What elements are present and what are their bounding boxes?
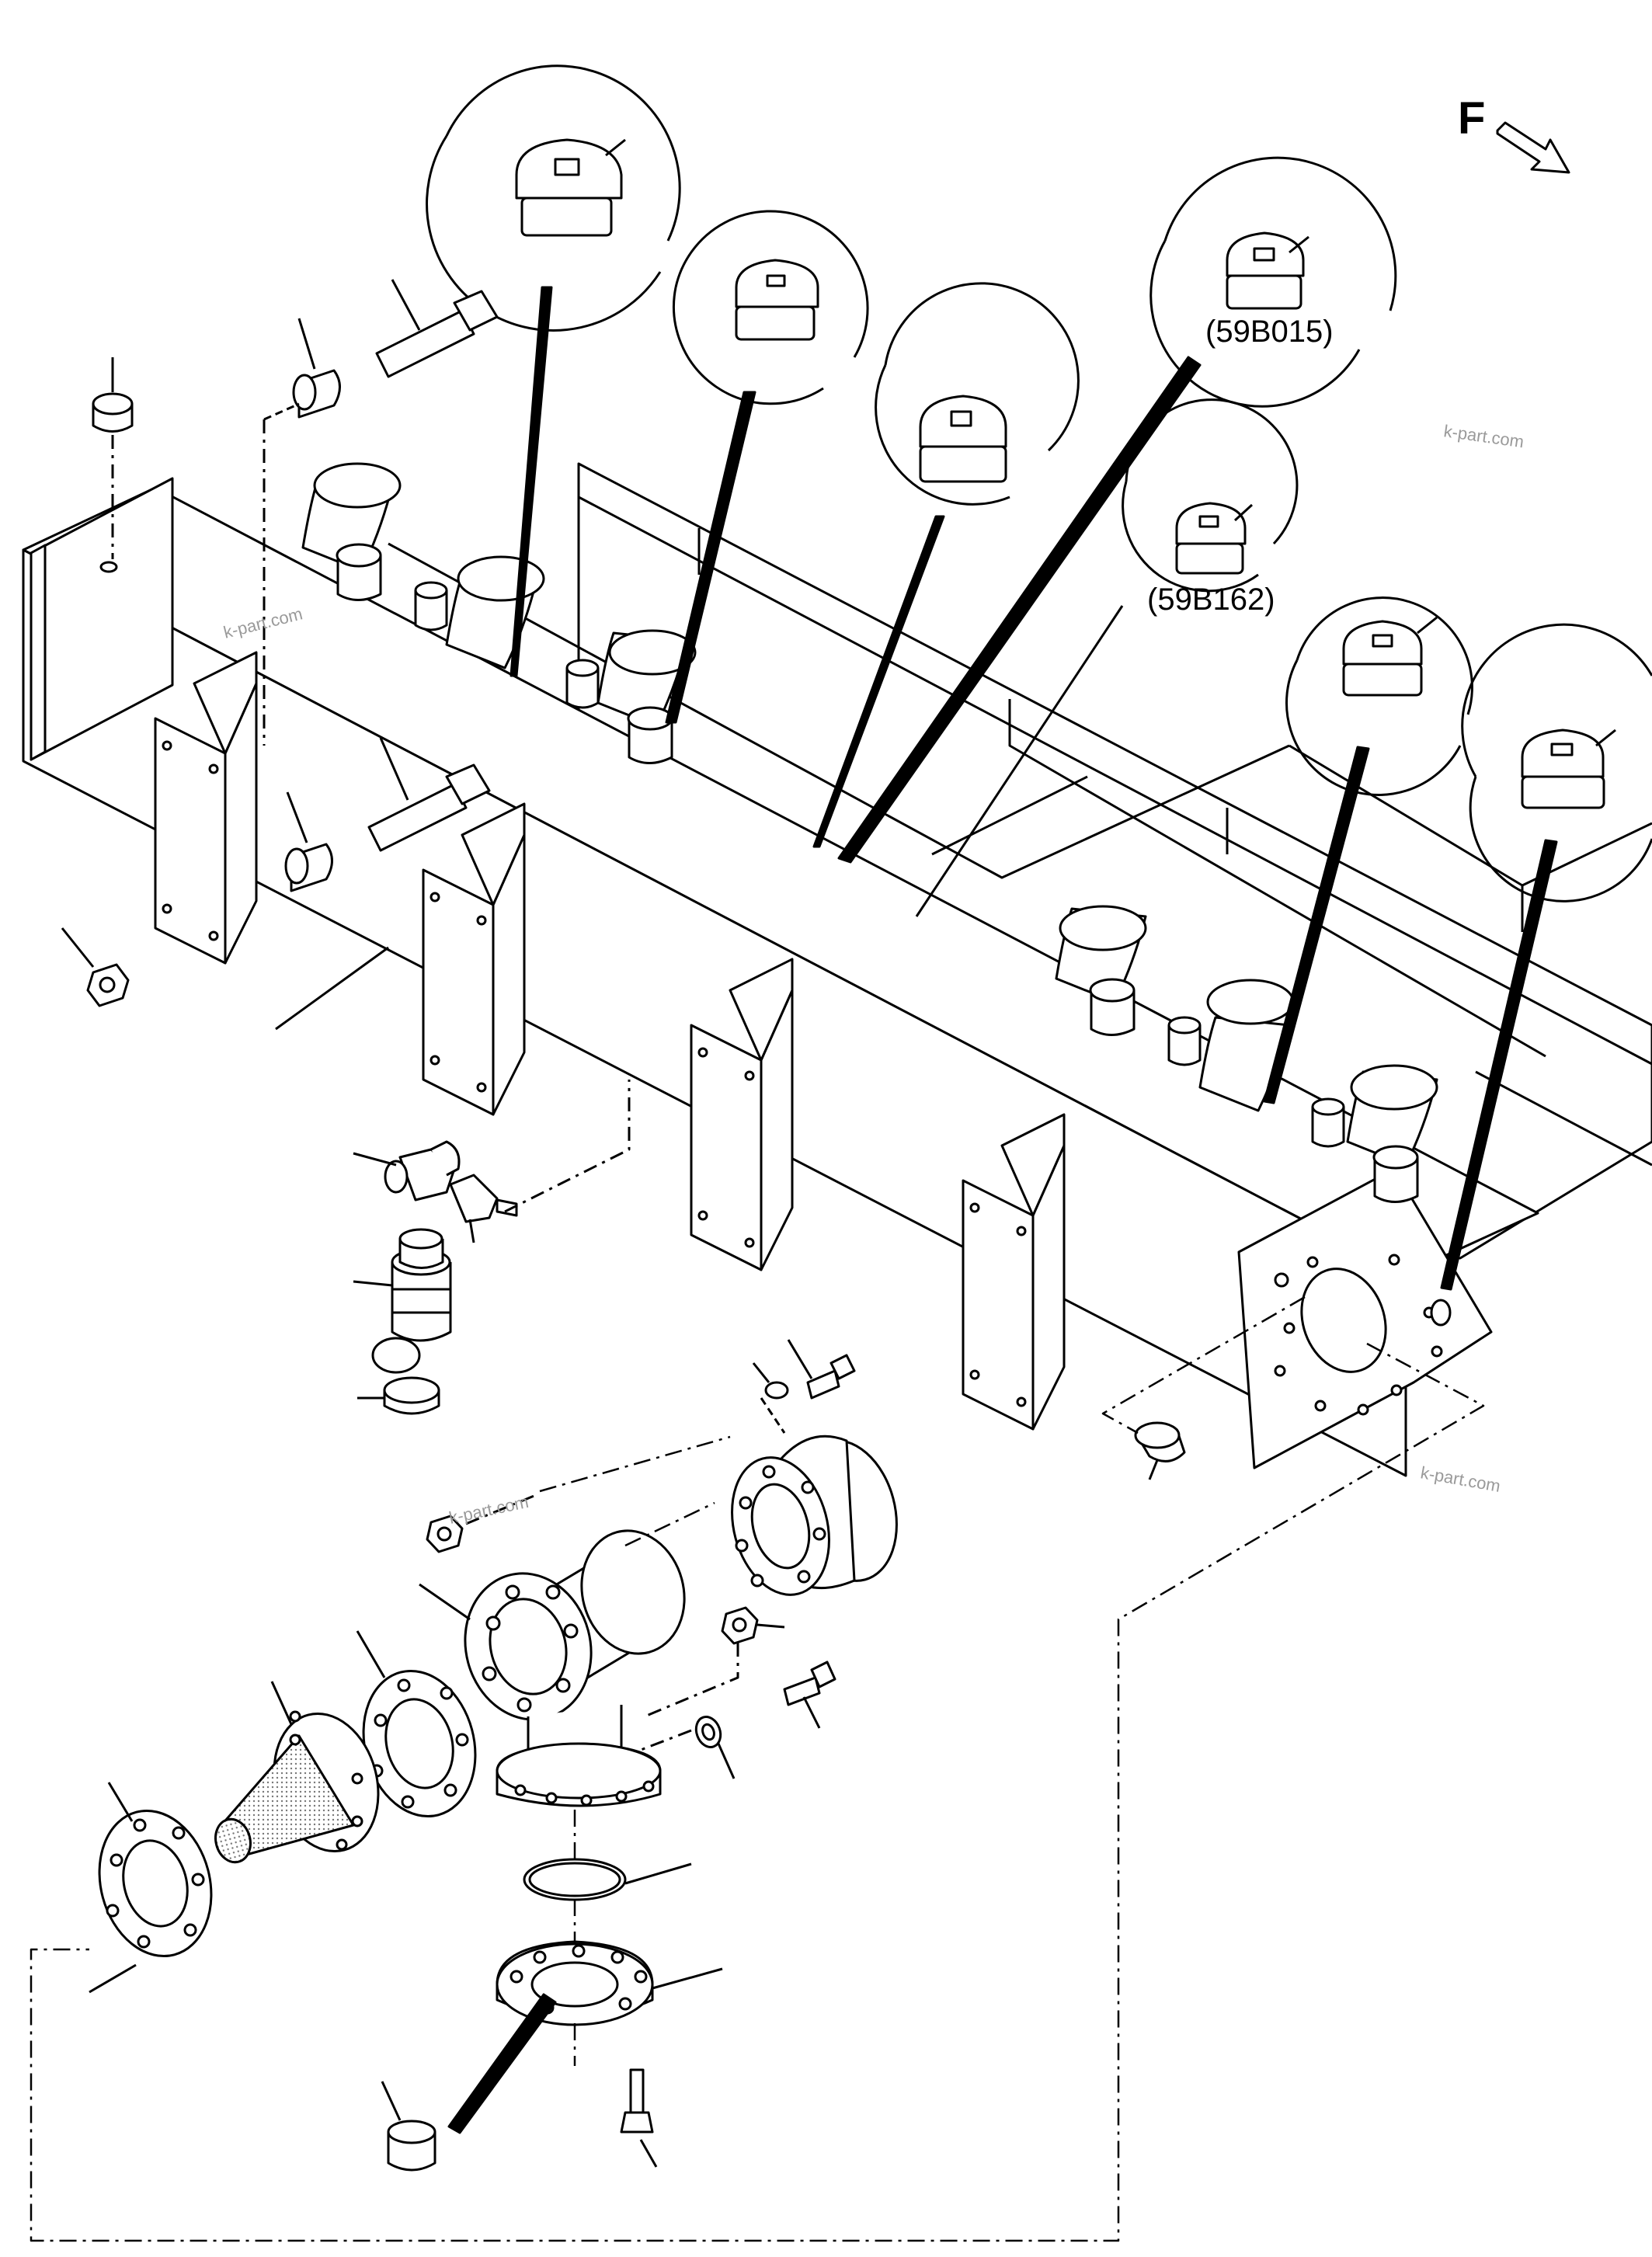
bolt-top: [263, 279, 499, 746]
callout-plug-59b162: (59B162): [1147, 583, 1275, 617]
straight-fitting: [449, 1080, 631, 1243]
assembly-lines: [30, 1295, 1485, 2242]
bolt-washer-upper: [752, 1339, 856, 1434]
strainer-cone: [214, 1681, 380, 1864]
dust-cap: [357, 1337, 440, 1415]
watermark: k-part.com: [1442, 421, 1525, 451]
drain-plug-top-left: [92, 357, 134, 559]
bottom-flange: [447, 1940, 723, 2134]
elbow-fitting: [353, 1140, 461, 1202]
mounting-bracket-2: [422, 802, 526, 1116]
plug-bottom: [381, 2081, 436, 2172]
quick-coupler: [353, 1228, 452, 1342]
plug-detail-bubble-6: [1263, 596, 1473, 1104]
end-flange: [89, 1782, 213, 1994]
o-ring: [523, 1858, 692, 1901]
suction-pipe-1: [301, 462, 448, 631]
nut-upper: [426, 1494, 537, 1553]
nut-right: [644, 1606, 785, 1718]
tee-body: [419, 1529, 686, 1807]
plug-detail-bubble-2: [665, 210, 869, 724]
suction-pipe-4: [1055, 905, 1202, 1066]
bolt-right: [783, 1661, 836, 1729]
watermark: k-part.com: [1419, 1462, 1502, 1496]
mounting-bracket-4: [962, 1113, 1066, 1431]
plug-detail-bubble-7: [1440, 623, 1652, 1291]
watermark: k-part.com: [447, 1492, 530, 1528]
plug-detail-bubble-1: [426, 64, 681, 677]
bolt-bottom: [620, 2068, 658, 2168]
mounting-bracket-1: [154, 651, 258, 965]
flexible-coupling: [731, 1435, 898, 1596]
front-direction-indicator: F: [1458, 93, 1570, 174]
front-direction-letter: F: [1458, 93, 1485, 144]
mounting-bracket-3: [690, 958, 794, 1271]
plug-detail-bubble-5: [915, 398, 1299, 917]
plug-detail-bubble-4: [837, 156, 1397, 864]
washer-right: [636, 1716, 736, 1779]
nut-left: [61, 927, 130, 1007]
bolt-middle: [284, 737, 491, 892]
plug-lower-right: [1134, 1421, 1186, 1480]
front-arrow-icon: [1496, 121, 1570, 174]
suction-pipe-6: [1346, 1064, 1438, 1203]
plug-detail-bubble-3: [812, 282, 1080, 848]
callout-plug-59b015: (59B015): [1205, 315, 1334, 349]
